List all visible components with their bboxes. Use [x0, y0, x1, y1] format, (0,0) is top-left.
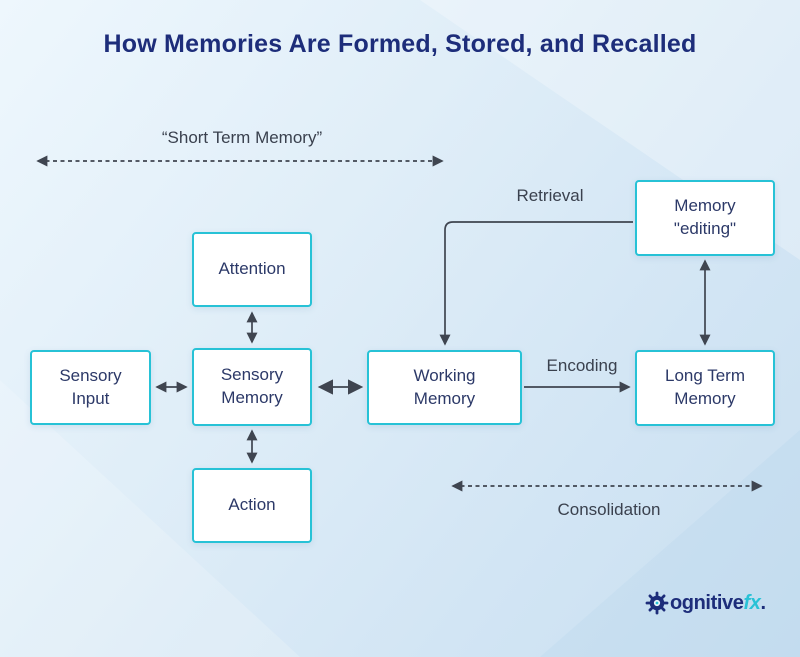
node-sensory-memory: Sensory Memory: [192, 348, 312, 426]
encoding-label: Encoding: [546, 356, 618, 375]
logo-period: .: [760, 591, 766, 614]
node-sensory-input: Sensory Input: [30, 350, 151, 425]
node-action: Action: [192, 468, 312, 543]
gear-icon: [645, 591, 669, 615]
node-long-term-memory: Long Term Memory: [635, 350, 775, 426]
diagram-title: How Memories Are Formed, Stored, and Rec…: [103, 30, 697, 58]
node-attention: Attention: [192, 232, 312, 307]
short-term-memory-label: “Short Term Memory”: [161, 128, 323, 147]
retrieval-label: Retrieval: [516, 186, 584, 205]
node-memory-editing: Memory "editing": [635, 180, 775, 256]
node-working-memory: Working Memory: [367, 350, 522, 425]
logo-text-fx: fx: [743, 591, 761, 614]
consolidation-label: Consolidation: [557, 500, 661, 519]
logo-text-ognitive: ognitive: [669, 591, 744, 614]
retrieval-arrow: [439, 221, 633, 346]
